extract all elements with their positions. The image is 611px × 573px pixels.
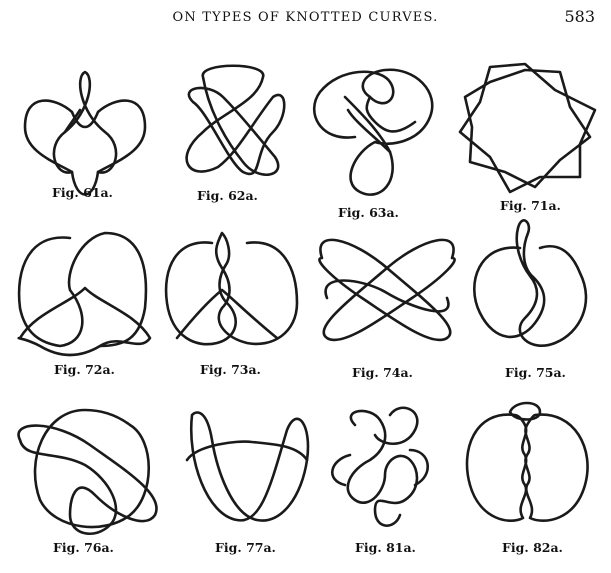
knot-71a-drawing (458, 62, 597, 194)
figure-72a: Fig. 72a. (10, 228, 160, 388)
figure-caption: Fig. 82a. (502, 540, 563, 555)
knot-81a-drawing (331, 406, 430, 527)
figure-caption: Fig. 74a. (352, 365, 413, 380)
figure-caption: Fig. 76a. (53, 540, 114, 555)
knot-82a-drawing (465, 401, 589, 522)
knot-72a-drawing (17, 231, 152, 357)
figure-77a: Fig. 77a. (177, 400, 327, 560)
figure-71a: Fig. 71a. (450, 52, 600, 213)
figure-73a: Fig. 73a. (157, 228, 307, 388)
figure-caption: Fig. 81a. (355, 540, 416, 555)
figure-81a: Fig. 81a. (320, 400, 470, 560)
knot-73a-drawing (164, 231, 299, 346)
figure-caption: Fig. 62a. (197, 188, 258, 203)
figure-63a: Fig. 63a. (300, 52, 450, 220)
knot-63a-drawing (313, 68, 434, 196)
figure-61a: Fig. 61a. (10, 52, 160, 212)
page-number: 583 (564, 7, 595, 26)
knot-62a-drawing (185, 64, 286, 177)
figure-74a: Fig. 74a. (312, 228, 462, 388)
knot-76a-drawing (17, 408, 158, 535)
figure-caption: Fig. 61a. (52, 185, 113, 200)
knot-74a-drawing (318, 238, 456, 342)
figure-75a: Fig. 75a. (460, 218, 610, 380)
figure-caption: Fig. 71a. (500, 198, 561, 213)
page-header-title: ON TYPES OF KNOTTED CURVES. (172, 10, 439, 25)
figure-caption: Fig. 73a. (200, 362, 261, 377)
figure-caption: Fig. 63a. (338, 205, 399, 220)
figure-caption: Fig. 75a. (505, 365, 566, 380)
figure-82a: Fig. 82a. (455, 400, 605, 560)
knot-77a-drawing (185, 411, 310, 522)
figure-76a: Fig. 76a. (15, 400, 165, 560)
figure-62a: Fig. 62a. (163, 52, 313, 212)
figure-caption: Fig. 72a. (54, 362, 115, 377)
figure-caption: Fig. 77a. (215, 540, 276, 555)
knot-61a-drawing (23, 70, 147, 196)
knot-75a-drawing (473, 219, 588, 347)
